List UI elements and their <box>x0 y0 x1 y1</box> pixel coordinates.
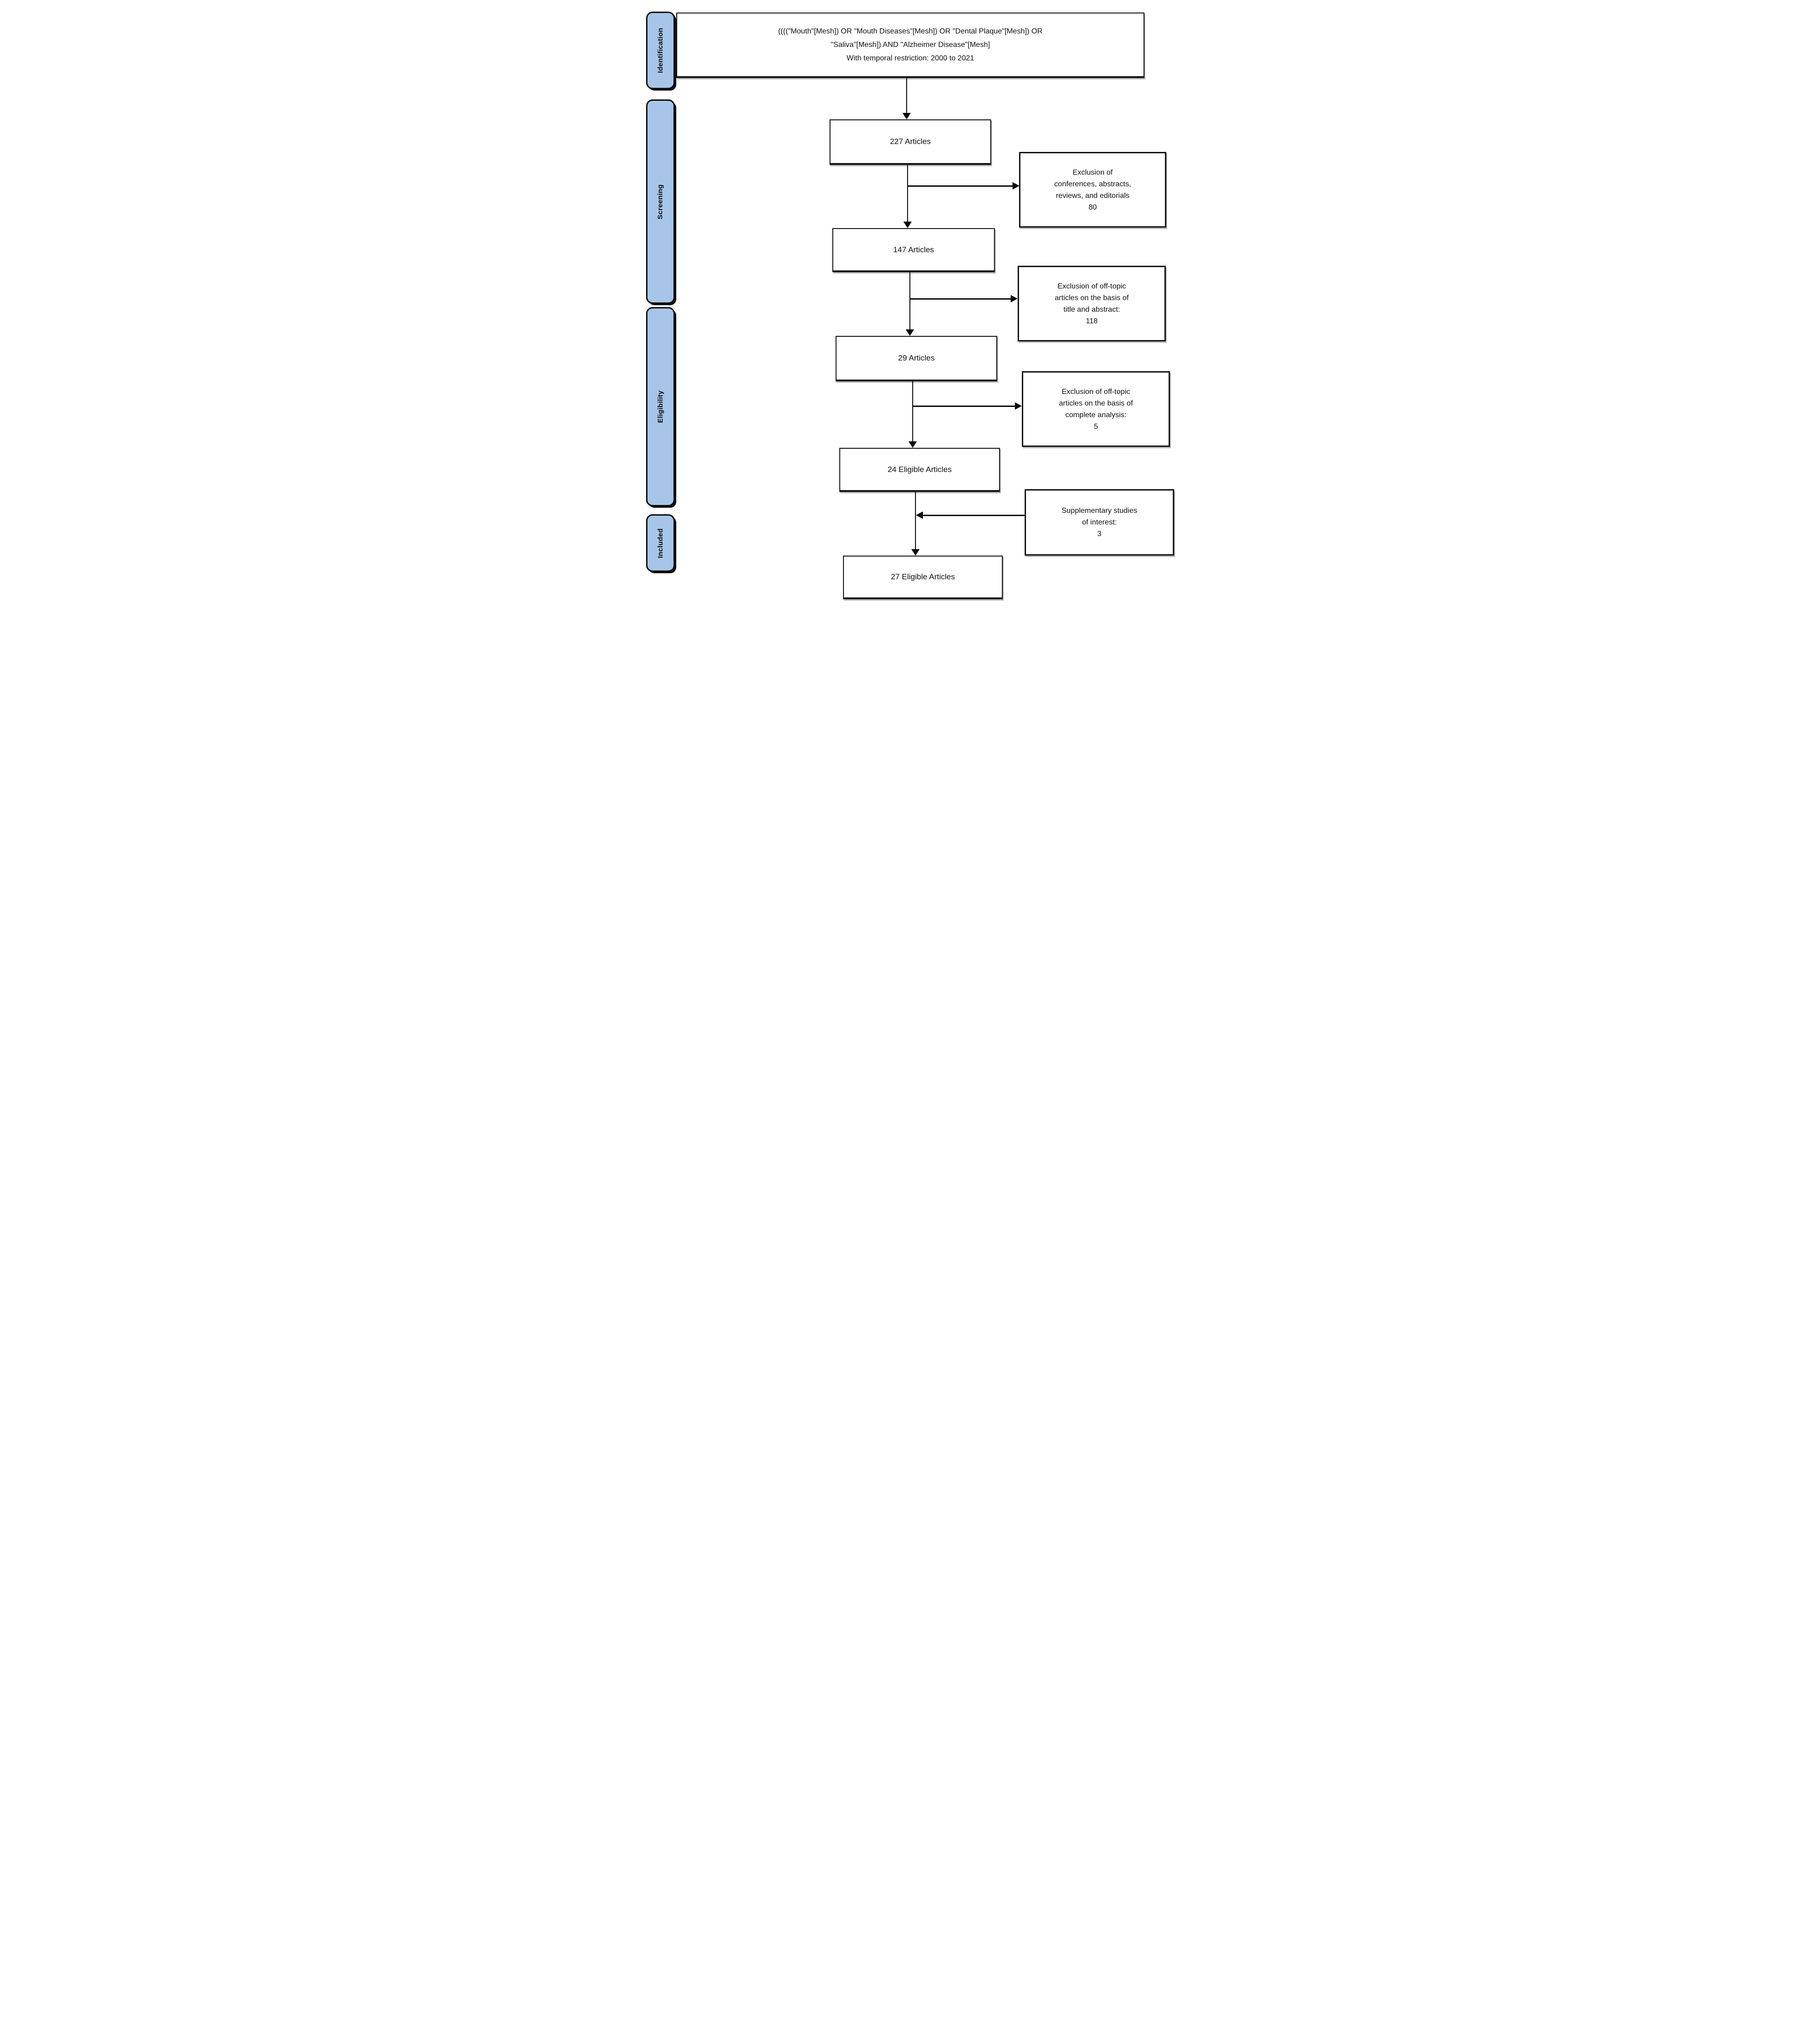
flow-box-27-eligible-articles: 27 Eligible Articles <box>843 556 1003 599</box>
side-box-line: Supplementary studies <box>1061 507 1137 515</box>
prisma-flow-diagram: Identification Screening Eligibility Inc… <box>636 0 1181 613</box>
exclusion-box-title-abstract: Exclusion of off-topic articles on the b… <box>1018 266 1166 341</box>
flow-box-label: 29 Articles <box>898 354 935 362</box>
connector-147-to-29 <box>909 272 910 330</box>
stage-label: Screening <box>656 184 665 219</box>
side-box-line: articles on the basis of <box>1059 399 1133 407</box>
arrow-left-icon <box>916 511 923 519</box>
connector-29-to-24 <box>912 381 913 442</box>
supplementary-studies-box: Supplementary studies of interest: 3 <box>1025 489 1174 556</box>
flow-box-label: 24 Eligible Articles <box>888 465 952 474</box>
search-query-line: "Saliva"[Mesh]) AND "Alzheimer Disease"[… <box>830 41 990 49</box>
search-query-box: (((("Mouth"[Mesh]) OR "Mouth Diseases"[M… <box>676 13 1144 78</box>
flow-box-label: 27 Eligible Articles <box>891 572 955 581</box>
side-box-line: Exclusion of off-topic <box>1057 282 1126 290</box>
connector-24-to-27 <box>915 492 916 550</box>
side-box-line: conferences, abstracts, <box>1054 180 1131 188</box>
side-box-line: Exclusion of off-topic <box>1061 387 1131 396</box>
flow-box-24-eligible-articles: 24 Eligible Articles <box>839 448 1000 492</box>
flow-box-147-articles: 147 Articles <box>832 228 995 272</box>
side-box-count: 118 <box>1085 317 1098 325</box>
arrow-right-icon <box>1013 182 1020 190</box>
stage-included: Included <box>646 514 675 572</box>
side-box-count: 5 <box>1094 422 1098 431</box>
branch-to-exclusion-title-abstract <box>910 298 1011 300</box>
side-box-line: articles on the basis of <box>1054 294 1129 302</box>
exclusion-box-complete-analysis: Exclusion of off-topic articles on the b… <box>1022 371 1170 447</box>
stage-label: Included <box>656 528 665 558</box>
flow-box-label: 227 Articles <box>890 137 931 146</box>
connector-query-to-227 <box>906 78 907 113</box>
arrow-down-icon <box>902 113 911 119</box>
side-box-count: 3 <box>1097 530 1102 538</box>
side-box-line: complete analysis: <box>1065 411 1127 419</box>
arrow-down-icon <box>908 441 917 448</box>
arrow-down-icon <box>911 549 920 556</box>
arrow-right-icon <box>1015 402 1022 410</box>
side-box-line: reviews, and editorials <box>1056 191 1130 200</box>
connector-227-to-147 <box>907 165 908 222</box>
stage-identification: Identification <box>646 12 675 89</box>
exclusion-box-conferences: Exclusion of conferences, abstracts, rev… <box>1019 152 1166 228</box>
arrow-down-icon <box>906 329 914 336</box>
side-box-count: 80 <box>1088 203 1097 211</box>
branch-to-exclusion-complete-analysis <box>913 406 1015 407</box>
search-query-line: With temporal restriction: 2000 to 2021 <box>846 54 974 62</box>
stage-label: Eligibility <box>656 390 665 423</box>
stage-label: Identification <box>656 27 665 73</box>
arrow-down-icon <box>903 222 912 228</box>
side-box-line: title and abstract: <box>1063 305 1120 314</box>
stage-screening: Screening <box>646 99 675 304</box>
search-query-line: (((("Mouth"[Mesh]) OR "Mouth Diseases"[M… <box>778 27 1043 35</box>
flow-box-label: 147 Articles <box>893 245 934 254</box>
branch-from-supplementary <box>923 515 1025 516</box>
side-box-line: Exclusion of <box>1072 168 1113 177</box>
flow-box-227-articles: 227 Articles <box>830 119 991 165</box>
branch-to-exclusion-conferences <box>908 185 1013 187</box>
flow-box-29-articles: 29 Articles <box>836 336 997 381</box>
arrow-right-icon <box>1011 295 1018 302</box>
side-box-line: of interest: <box>1082 518 1117 526</box>
stage-eligibility: Eligibility <box>646 307 675 506</box>
